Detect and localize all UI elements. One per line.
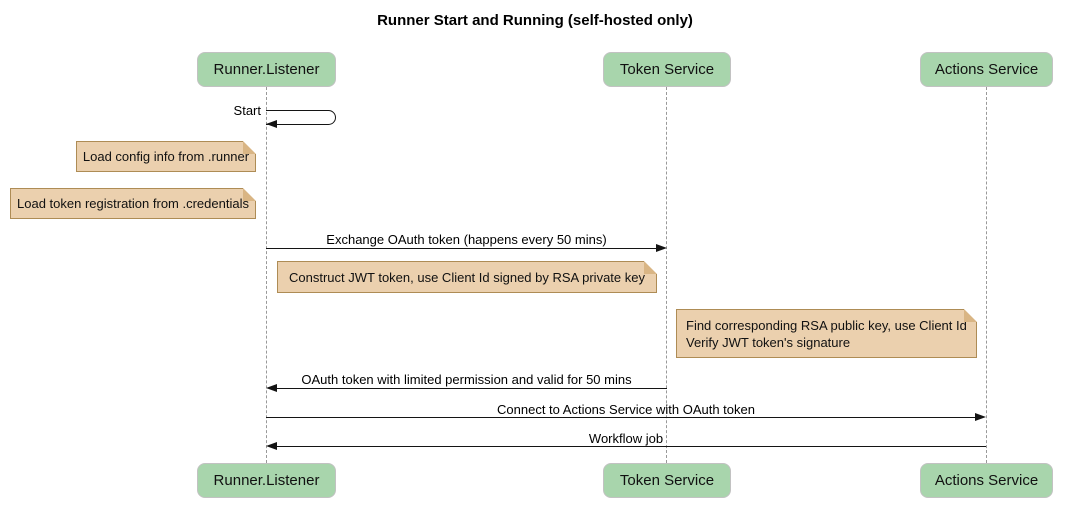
arrowhead-icon bbox=[266, 384, 277, 392]
message-oauth-return-label: OAuth token with limited permission and … bbox=[301, 372, 632, 387]
arrowhead-icon bbox=[266, 442, 277, 450]
message-exchange-oauth-line bbox=[266, 248, 658, 250]
message-exchange-oauth-label: Exchange OAuth token (happens every 50 m… bbox=[326, 232, 607, 247]
message-oauth-return-line bbox=[277, 388, 667, 390]
diagram-title: Runner Start and Running (self-hosted on… bbox=[377, 12, 693, 29]
participant-bottom-actions-service: Actions Service bbox=[920, 463, 1053, 498]
note-fold-icon bbox=[964, 309, 977, 322]
note-verify-jwt: Find corresponding RSA public key, use C… bbox=[676, 309, 977, 358]
note-text: Construct JWT token, use Client Id signe… bbox=[289, 269, 645, 285]
note-fold-icon bbox=[644, 261, 657, 274]
lifeline-runner-listener bbox=[266, 87, 267, 463]
note-load-config: Load config info from .runner bbox=[76, 141, 256, 172]
message-connect-actions-label: Connect to Actions Service with OAuth to… bbox=[497, 402, 755, 417]
message-workflow-job-label: Workflow job bbox=[588, 431, 664, 446]
lifeline-actions-service bbox=[986, 87, 987, 463]
note-fold-icon bbox=[243, 188, 256, 201]
participant-top-runner-listener: Runner.Listener bbox=[197, 52, 336, 87]
note-text: Load config info from .runner bbox=[82, 149, 250, 164]
note-text-line1: Find corresponding RSA public key, use C… bbox=[686, 317, 967, 333]
note-construct-jwt: Construct JWT token, use Client Id signe… bbox=[277, 261, 657, 293]
participant-top-actions-service: Actions Service bbox=[920, 52, 1053, 87]
message-start-label: Start bbox=[233, 103, 261, 118]
message-workflow-job-line bbox=[277, 446, 986, 448]
note-fold-icon bbox=[243, 141, 256, 154]
lifeline-token-service bbox=[666, 87, 667, 463]
participant-top-token-service: Token Service bbox=[603, 52, 731, 87]
arrowhead-icon bbox=[975, 413, 986, 421]
message-start-loop bbox=[266, 110, 336, 125]
note-load-token-registration: Load token registration from .credential… bbox=[10, 188, 256, 219]
message-connect-actions-line bbox=[266, 417, 977, 419]
arrowhead-icon bbox=[656, 244, 667, 252]
arrowhead-icon bbox=[266, 120, 277, 128]
note-text-line2: Verify JWT token's signature bbox=[686, 334, 851, 350]
participant-bottom-token-service: Token Service bbox=[603, 463, 731, 498]
participant-bottom-runner-listener: Runner.Listener bbox=[197, 463, 336, 498]
note-text: Load token registration from .credential… bbox=[17, 196, 249, 211]
